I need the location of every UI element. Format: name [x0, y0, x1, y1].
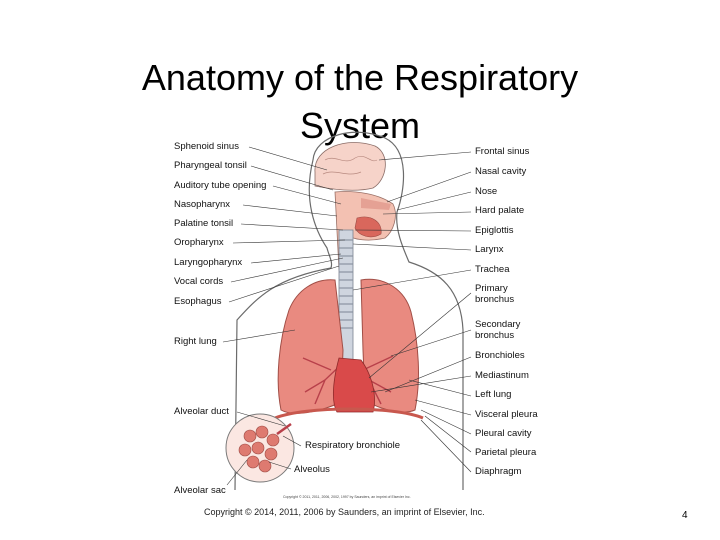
label-laryngopharynx: Laryngopharynx: [174, 257, 243, 268]
label-alveolus: Alveolus: [294, 464, 330, 475]
label-palatine-tonsil: Palatine tonsil: [174, 218, 234, 229]
diaphragm: [274, 407, 424, 420]
label-vocal-cords: Vocal cords: [174, 276, 224, 287]
label-epiglottis: Epiglottis: [475, 225, 514, 236]
label-esophagus: Esophagus: [174, 296, 222, 307]
mediastinum: [333, 357, 375, 413]
label-pharyngeal-tonsil: Pharyngeal tonsil: [174, 160, 247, 171]
label-diaphragm: Diaphragm: [475, 466, 522, 477]
left-lung: [360, 278, 419, 413]
figure-credit: Copyright © 2011, 2011, 2006, 2002, 1997…: [283, 495, 411, 499]
label-frontal-sinus: Frontal sinus: [475, 146, 530, 157]
tongue: [354, 216, 382, 238]
label-secondary: Secondary: [475, 319, 521, 330]
label-larynx: Larynx: [475, 244, 504, 255]
label-nasal-cavity: Nasal cavity: [475, 166, 527, 177]
label-right-lung: Right lung: [174, 336, 217, 347]
label-secondary-bronchus: bronchus: [475, 330, 515, 341]
respiratory-diagram: Sphenoid sinus Pharyngeal tonsil Auditor…: [165, 130, 550, 510]
respiratory-bronchiole: [276, 422, 292, 436]
label-respiratory-bronchiole: Respiratory bronchiole: [305, 440, 401, 451]
page-number: 4: [682, 510, 688, 521]
label-primary-bronchus: bronchus: [475, 294, 515, 305]
label-oropharynx: Oropharynx: [174, 237, 224, 248]
label-left-lung: Left lung: [475, 389, 512, 400]
nasal-cavity: [361, 198, 391, 210]
label-visceral-pleura: Visceral pleura: [475, 409, 538, 420]
label-sphenoid-sinus: Sphenoid sinus: [174, 141, 239, 152]
label-parietal-pleura: Parietal pleura: [475, 447, 537, 458]
label-hard-palate: Hard palate: [475, 205, 525, 216]
body-outline: [312, 131, 464, 490]
leader-lines: [222, 146, 472, 486]
brain: [314, 142, 386, 191]
body-outline-left: [234, 159, 333, 491]
title-line-2: System: [299, 105, 421, 147]
copyright-notice: Copyright © 2014, 2011, 2006 by Saunders…: [204, 507, 485, 517]
slide-title: Anatomy of the Respiratory System: [60, 54, 660, 150]
alveolus-cluster: [238, 425, 280, 473]
title-line-1: Anatomy of the Respiratory: [141, 57, 579, 99]
label-bronchioles: Bronchioles: [475, 350, 525, 361]
respiratory-illustration: [222, 131, 472, 491]
label-alveolar-sac: Alveolar sac: [174, 485, 226, 496]
label-auditory-tube-opening: Auditory tube opening: [174, 180, 267, 191]
label-primary: Primary: [475, 283, 508, 294]
label-pleural-cavity: Pleural cavity: [475, 428, 532, 439]
label-mediastinum: Mediastinum: [475, 370, 529, 381]
label-alveolar-duct: Alveolar duct: [174, 406, 229, 417]
label-trachea: Trachea: [475, 264, 510, 275]
label-nose: Nose: [475, 186, 498, 197]
label-nasopharynx: Nasopharynx: [174, 199, 230, 210]
